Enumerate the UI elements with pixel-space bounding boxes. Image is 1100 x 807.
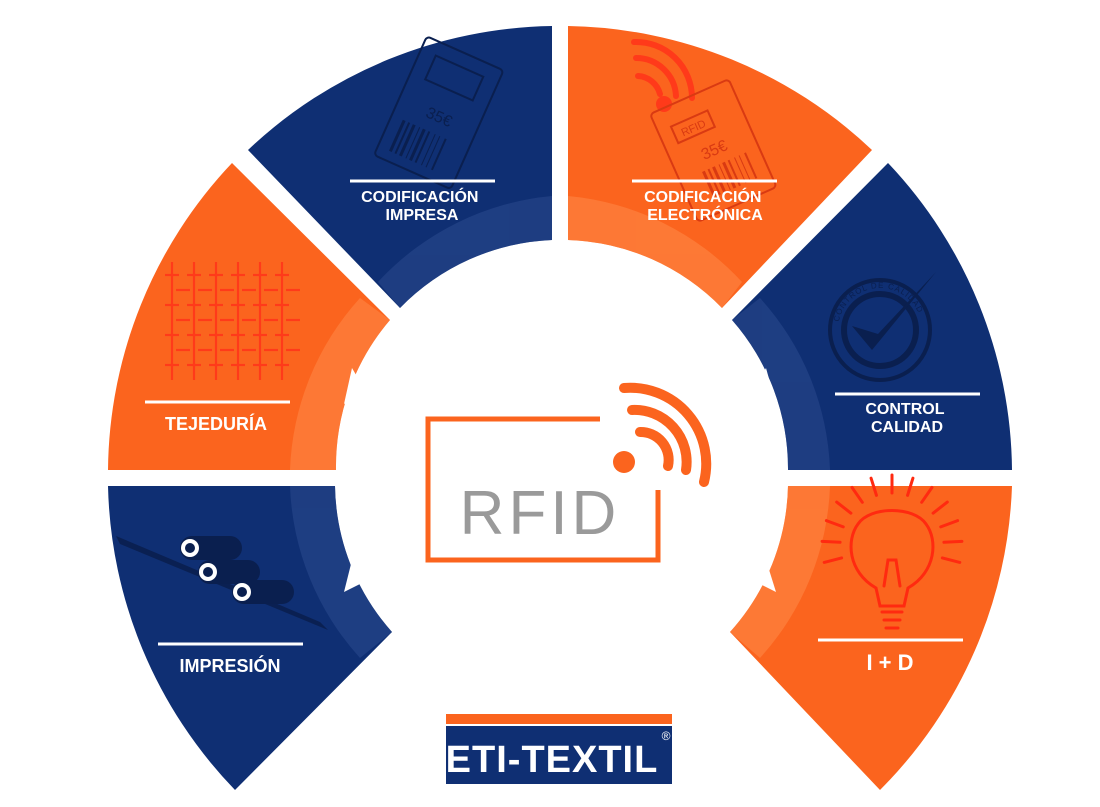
eti-textil-logo: ETI-TEXTIL ® bbox=[446, 714, 672, 784]
logo-text: ETI-TEXTIL bbox=[446, 739, 659, 781]
wifi-arc-large bbox=[619, 382, 712, 487]
wifi-arc-medium bbox=[627, 404, 692, 475]
label-codificacion-impresa: CODIFICACIÓN IMPRESA bbox=[361, 187, 483, 224]
label-codificacion-electronica: CODIFICACIÓN ELECTRÓNICA bbox=[644, 187, 766, 224]
center-rfid-text: RFID bbox=[460, 479, 621, 548]
segment-labels: TEJEDURÍA CODIFICACIÓN IMPRESA CODIFICAC… bbox=[145, 179, 980, 676]
gear-notches bbox=[344, 256, 776, 592]
weave-icon bbox=[165, 262, 300, 380]
label-i-d: I + D bbox=[866, 650, 913, 675]
barcode-tag-icon: 35€ bbox=[374, 36, 504, 189]
wifi-dot bbox=[613, 451, 635, 473]
wifi-arc-small bbox=[635, 427, 674, 471]
lightbulb-icon bbox=[820, 473, 964, 630]
label-tejeduria: TEJEDURÍA bbox=[165, 413, 267, 434]
rfid-tag-icon: RFID 35€ bbox=[631, 38, 777, 222]
label-control-calidad: CONTROL CALIDAD bbox=[865, 401, 948, 436]
inner-ring bbox=[290, 196, 830, 658]
logo-registered: ® bbox=[662, 729, 671, 743]
label-impresion: IMPRESIÓN bbox=[179, 655, 280, 676]
printing-rollers-icon bbox=[116, 536, 328, 630]
center-rfid-card: RFID bbox=[425, 382, 712, 563]
